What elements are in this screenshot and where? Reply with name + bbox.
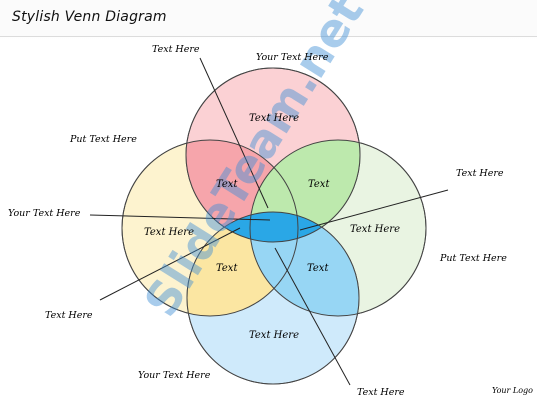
circle-label-bottom: Text Here	[249, 330, 299, 341]
callout-line-left	[89, 214, 271, 221]
callout-line-top-left	[199, 57, 269, 209]
overlap-label-top-right: Text	[308, 179, 330, 190]
callout-bottom-right: Text Here	[357, 387, 405, 398]
callout-left: Your Text Here	[8, 208, 81, 219]
overlap-label-bottom-left: Text	[216, 263, 238, 274]
logo-text: Your Logo	[492, 386, 533, 395]
callout-upper-right: Text Here	[456, 168, 504, 179]
callout-top: Your Text Here	[256, 52, 329, 63]
callout-right: Put Text Here	[439, 253, 507, 264]
title-bar: Stylish Venn Diagram	[0, 0, 537, 37]
callout-bottom: Your Text Here	[138, 370, 211, 381]
overlap-label-top-left: Text	[216, 179, 238, 190]
circle-label-left: Text Here	[144, 227, 194, 238]
callout-upper-left: Put Text Here	[69, 134, 137, 145]
overlap-label-bottom-right: Text	[307, 263, 329, 274]
circle-label-right: Text Here	[350, 224, 400, 235]
slide-title: Stylish Venn Diagram	[12, 9, 167, 25]
callout-line-bottom-right	[274, 247, 351, 386]
callout-lower-left: Text Here	[45, 310, 93, 321]
overlap-center	[187, 212, 359, 242]
callout-line-upper-right	[299, 189, 449, 231]
callout-line-lower-left	[99, 227, 241, 301]
circle-label-top: Text Here	[249, 113, 299, 124]
callout-top-left: Text Here	[152, 44, 200, 55]
